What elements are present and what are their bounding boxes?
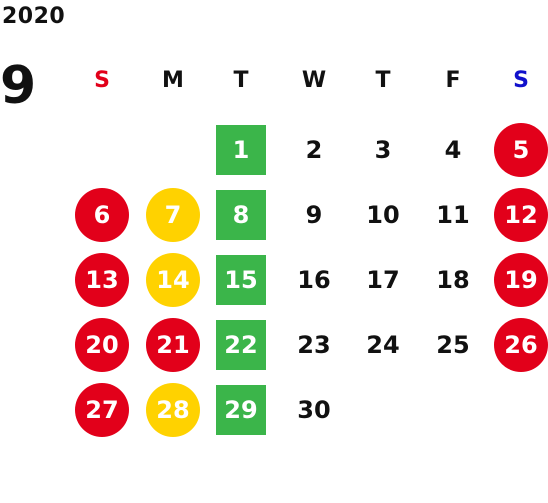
day-cell[interactable]: 30 bbox=[297, 396, 331, 424]
weekday-label: T bbox=[375, 68, 391, 93]
weekday-label: S bbox=[94, 68, 110, 93]
day-cell[interactable]: 4 bbox=[444, 136, 462, 164]
day-cell[interactable]: 2 bbox=[305, 136, 323, 164]
weekday-label: S bbox=[513, 68, 529, 93]
day-cell[interactable]: 22 bbox=[216, 320, 266, 370]
day-cell[interactable]: 1 bbox=[216, 125, 266, 175]
day-cell[interactable]: 6 bbox=[75, 188, 129, 242]
day-cell[interactable]: 7 bbox=[146, 188, 200, 242]
day-cell[interactable]: 29 bbox=[216, 385, 266, 435]
weekday-label: T bbox=[233, 68, 249, 93]
weekday-label: F bbox=[445, 68, 461, 93]
day-cell[interactable]: 18 bbox=[436, 266, 470, 294]
day-cell[interactable]: 13 bbox=[75, 253, 129, 307]
day-cell[interactable]: 21 bbox=[146, 318, 200, 372]
day-cell[interactable]: 24 bbox=[366, 331, 400, 359]
weekday-label: W bbox=[301, 68, 327, 93]
day-cell[interactable]: 23 bbox=[297, 331, 331, 359]
day-cell[interactable]: 11 bbox=[436, 201, 470, 229]
day-cell[interactable]: 27 bbox=[75, 383, 129, 437]
day-cell[interactable]: 12 bbox=[494, 188, 548, 242]
weekday-label: M bbox=[162, 68, 184, 93]
day-cell[interactable]: 26 bbox=[494, 318, 548, 372]
day-cell[interactable]: 15 bbox=[216, 255, 266, 305]
day-cell[interactable]: 25 bbox=[436, 331, 470, 359]
day-cell[interactable]: 16 bbox=[297, 266, 331, 294]
day-cell[interactable]: 19 bbox=[494, 253, 548, 307]
day-cell[interactable]: 28 bbox=[146, 383, 200, 437]
day-cell[interactable]: 20 bbox=[75, 318, 129, 372]
day-cell[interactable]: 8 bbox=[216, 190, 266, 240]
month-number: 9 bbox=[0, 56, 37, 116]
day-cell[interactable]: 10 bbox=[366, 201, 400, 229]
day-cell[interactable]: 14 bbox=[146, 253, 200, 307]
day-cell[interactable]: 17 bbox=[366, 266, 400, 294]
day-cell[interactable]: 9 bbox=[305, 201, 323, 229]
day-cell[interactable]: 5 bbox=[494, 123, 548, 177]
year-label: 2020 bbox=[2, 4, 66, 29]
day-cell[interactable]: 3 bbox=[374, 136, 392, 164]
